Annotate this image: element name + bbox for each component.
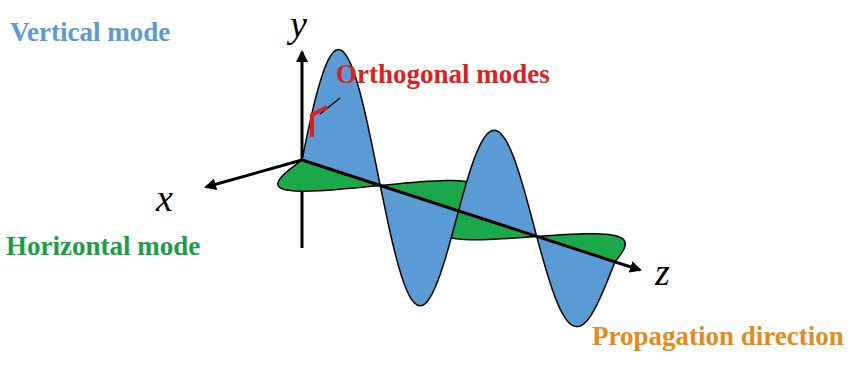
y-axis: [301, 52, 304, 248]
right-angle-mark: [312, 107, 327, 137]
axis-letter: x: [156, 178, 173, 220]
axis-letter: y: [290, 4, 307, 46]
orthogonal-label: Orthogonal modes: [336, 60, 550, 90]
vertical-mode-label: Vertical mode: [10, 18, 170, 48]
z-axis: [302, 160, 640, 270]
vertical-wave: [302, 50, 615, 327]
axis-letter: z: [655, 252, 670, 294]
propagation-label: Propagation direction: [592, 322, 844, 352]
horizontal-mode-label: Horizontal mode: [6, 232, 200, 262]
leader-line: [320, 98, 340, 114]
